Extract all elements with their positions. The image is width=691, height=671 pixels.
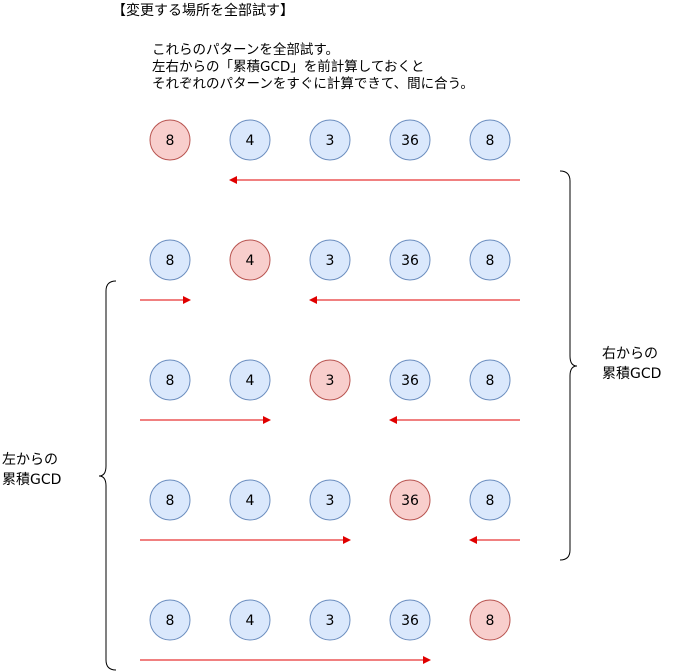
node-circle [469,359,511,401]
node-circle [309,359,351,401]
node-value: 4 [246,493,255,509]
node-circle [469,239,511,281]
value-node: 8 [149,359,191,401]
node-circle [229,239,271,281]
description-line-2: 左右からの「累積GCD」を前計算しておくと [152,59,425,75]
value-node: 8 [149,599,191,641]
value-node: 36 [389,359,431,401]
right-brace [559,170,578,561]
node-circle [389,479,431,521]
node-value: 8 [486,133,495,149]
left-label-line-1: 左からの [2,452,58,468]
pattern-row: 8 4 3 36 8 [149,239,511,281]
node-circle [309,239,351,281]
description-line-1: これらのパターンを全部試す。 [152,42,339,58]
node-circle [389,239,431,281]
node-circle [469,119,511,161]
node-value: 3 [326,373,335,389]
node-value: 4 [246,253,255,269]
value-node: 36 [389,119,431,161]
pattern-row: 8 4 3 36 8 [149,119,511,161]
node-value: 36 [401,253,419,269]
node-value: 8 [166,493,175,509]
node-circle [149,479,191,521]
node-value: 36 [401,493,419,509]
node-value: 3 [326,613,335,629]
node-value: 3 [326,253,335,269]
value-node: 8 [469,239,511,281]
node-circle [149,599,191,641]
node-value: 4 [246,373,255,389]
value-node: 3 [309,239,351,281]
node-value: 8 [166,613,175,629]
highlighted-value-node: 4 [229,239,271,281]
node-value: 8 [166,373,175,389]
description: これらのパターンを全部試す。 左右からの「累積GCD」を前計算しておくと それぞ… [152,42,474,93]
node-circle [309,119,351,161]
value-node: 8 [149,479,191,521]
value-node: 8 [469,479,511,521]
node-circle [469,479,511,521]
node-circle [229,599,271,641]
highlighted-value-node: 36 [389,479,431,521]
node-circle [389,119,431,161]
diagram-title: 【変更する場所を全部試す】 [112,3,294,19]
node-value: 36 [401,613,419,629]
node-circle [149,119,191,161]
value-node: 8 [469,119,511,161]
value-node: 8 [149,239,191,281]
right-cumulative-gcd-label: 右からの 累積GCD [602,344,661,384]
value-node: 3 [309,479,351,521]
value-node: 4 [229,359,271,401]
description-line-3: それぞれのパターンをすぐに計算できて、間に合う。 [152,76,474,92]
node-circle [309,599,351,641]
node-value: 8 [486,253,495,269]
left-cumulative-gcd-label: 左からの 累積GCD [2,450,61,490]
arrows-layer [140,176,520,664]
node-circle [389,359,431,401]
highlighted-value-node: 8 [149,119,191,161]
value-node: 36 [389,599,431,641]
right-label-line-2: 累積GCD [602,366,662,382]
node-circle [389,599,431,641]
pattern-row: 8 4 3 36 8 [149,599,511,641]
node-value: 3 [326,133,335,149]
node-value: 8 [486,373,495,389]
node-value: 36 [401,373,419,389]
value-node: 4 [229,119,271,161]
node-value: 4 [246,133,255,149]
pattern-row: 8 4 3 36 8 [149,479,511,521]
value-node: 3 [309,599,351,641]
value-node: 4 [229,599,271,641]
value-node: 36 [389,239,431,281]
value-node: 4 [229,479,271,521]
node-circle [469,599,511,641]
value-node: 8 [469,359,511,401]
node-circle [229,119,271,161]
node-circle [149,239,191,281]
node-circle [309,479,351,521]
node-circle [229,479,271,521]
node-value: 4 [246,613,255,629]
node-value: 8 [486,613,495,629]
pattern-row: 8 4 3 36 8 [149,359,511,401]
left-label-line-2: 累積GCD [2,472,62,488]
right-label-line-1: 右からの [602,346,658,362]
nodes-layer: 8 4 3 36 8 8 4 3 36 8 8 4 3 36 8 8 4 3 36 8 8 4 3 36 8 [149,119,511,641]
node-value: 36 [401,133,419,149]
node-circle [149,359,191,401]
node-value: 8 [486,493,495,509]
value-node: 3 [309,119,351,161]
highlighted-value-node: 3 [309,359,351,401]
node-value: 3 [326,493,335,509]
left-brace [98,280,117,671]
node-value: 8 [166,253,175,269]
node-value: 8 [166,133,175,149]
highlighted-value-node: 8 [469,599,511,641]
node-circle [229,359,271,401]
